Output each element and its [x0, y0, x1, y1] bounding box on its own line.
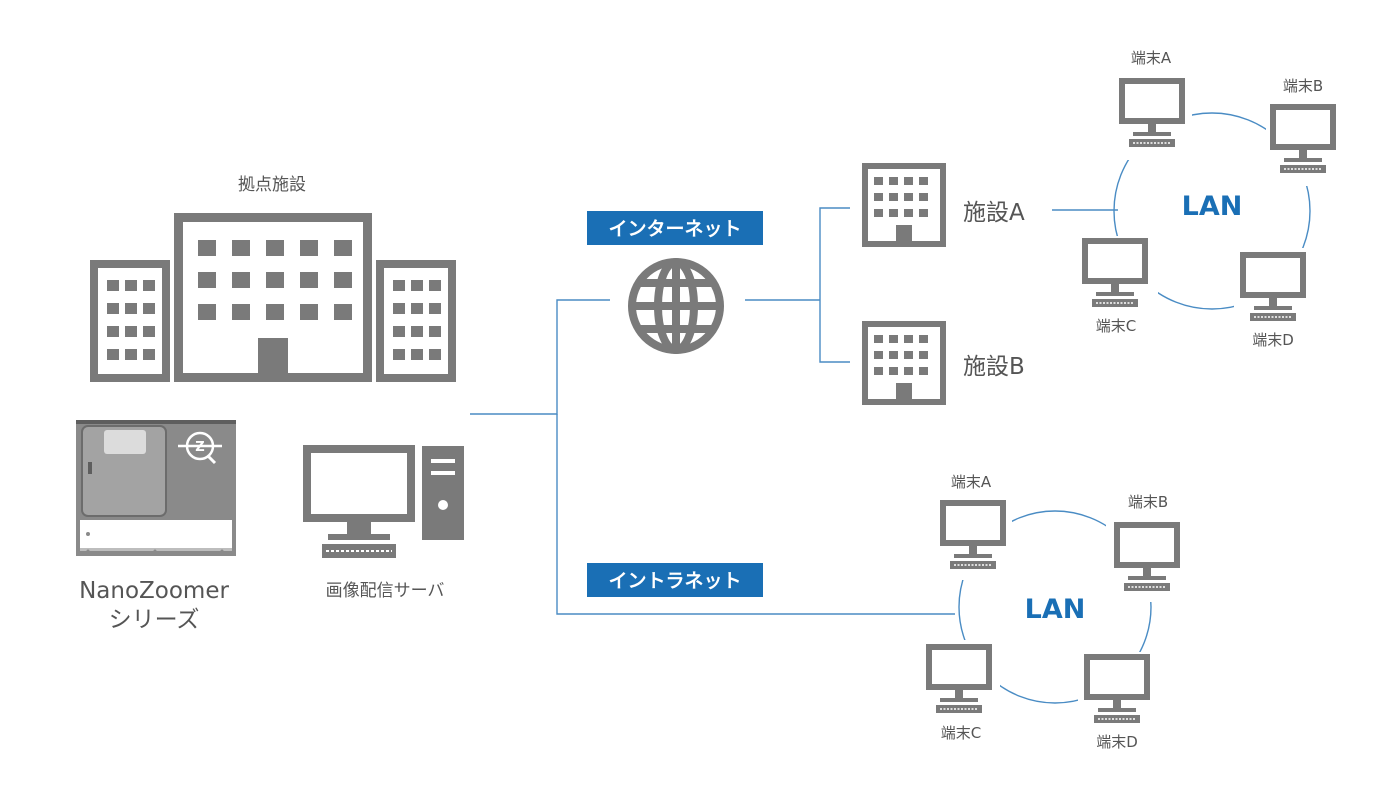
scanner-label-line2: シリーズ	[109, 607, 200, 633]
connection-lines	[470, 207, 1118, 615]
facility-a-building-icon	[862, 163, 946, 247]
lan-internet-terminal-a-label: 端末A	[1131, 49, 1172, 67]
lan-internet-label: LAN	[1182, 191, 1243, 222]
lan-internet-terminal-d-label: 端末D	[1252, 331, 1294, 349]
lan-internet-terminal-b-label: 端末B	[1283, 77, 1323, 95]
lan-intranet-terminal-a-label: 端末A	[951, 473, 992, 491]
hub-title: 拠点施設	[238, 175, 306, 195]
server-label: 画像配信サーバ	[326, 581, 445, 601]
hub-building-icon	[90, 213, 456, 382]
server-computer-icon	[303, 445, 464, 558]
facility-b-label: 施設B	[963, 354, 1025, 380]
intranet-badge: イントラネット	[587, 563, 763, 597]
scanner-label-line1: NanoZoomer	[79, 578, 229, 604]
internet-badge: インターネット	[587, 211, 763, 245]
facilities-branch-line	[819, 207, 850, 363]
hub-to-intranet-line	[556, 414, 955, 615]
internet-badge-label: インターネット	[608, 218, 741, 240]
intranet-badge-label: イントラネット	[608, 570, 741, 592]
lan-intranet-terminal-d-label: 端末D	[1096, 733, 1138, 751]
facility-b-building-icon	[862, 321, 946, 405]
scanner-device-icon: Z	[76, 420, 236, 556]
lan-intranet-terminal-b-label: 端末B	[1128, 493, 1168, 511]
facility-a-label: 施設A	[963, 200, 1025, 226]
lan-intranet-terminal-c-label: 端末C	[941, 724, 981, 742]
globe-icon	[628, 258, 724, 354]
lan-intranet-label: LAN	[1025, 594, 1086, 625]
hub-to-internet-line	[470, 299, 610, 415]
svg-text:Z: Z	[195, 440, 204, 455]
lan-internet-terminal-c-label: 端末C	[1096, 317, 1136, 335]
